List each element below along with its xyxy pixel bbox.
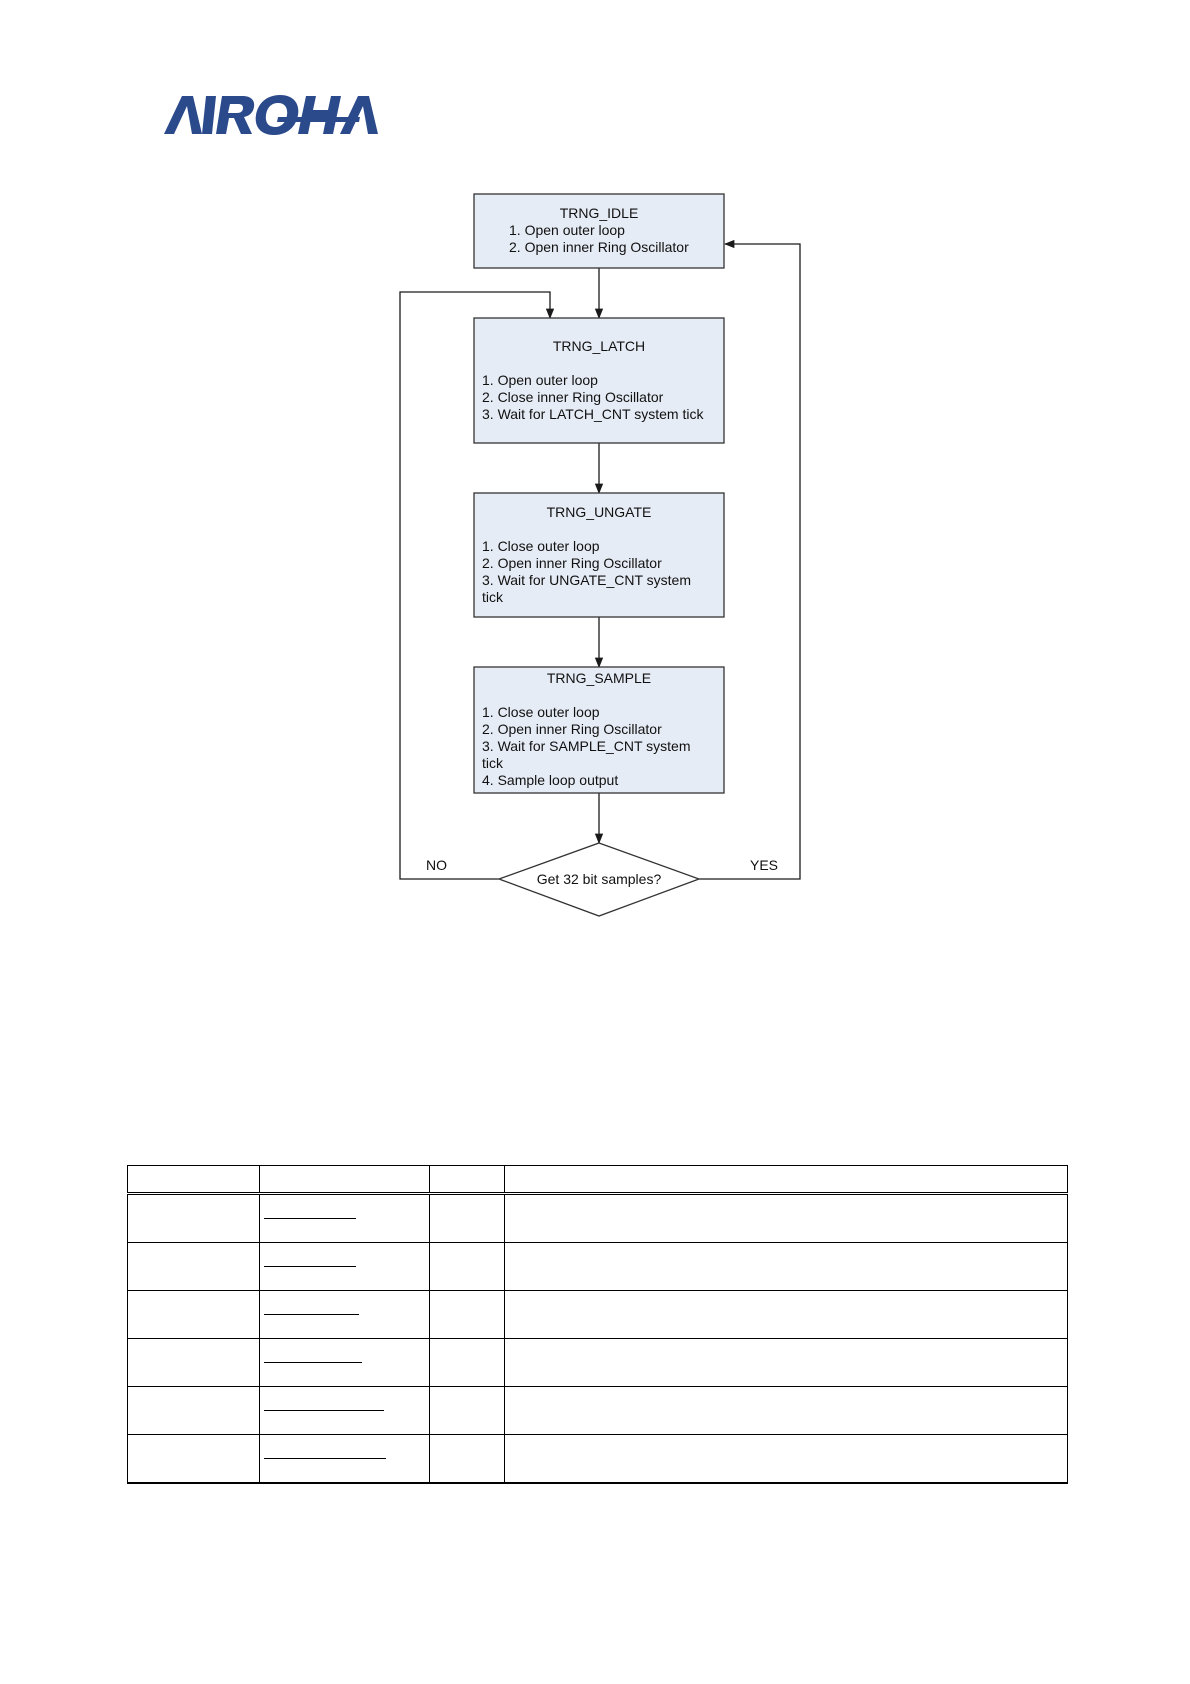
state-title: TRNG_LATCH xyxy=(553,338,645,354)
decision-text: Get 32 bit samples? xyxy=(537,871,662,887)
table-cell xyxy=(259,1242,430,1291)
table-cell xyxy=(504,1193,1068,1243)
name-underline xyxy=(264,1410,384,1411)
state-step: 2. Open inner Ring Oscillator xyxy=(509,239,689,255)
edge-label-no: NO xyxy=(426,857,447,873)
airoha-logo xyxy=(164,95,378,135)
table-header-cell xyxy=(127,1165,260,1195)
state-title: TRNG_SAMPLE xyxy=(547,670,651,686)
state-step: 3. Wait for UNGATE_CNT system xyxy=(482,572,691,588)
table-cell xyxy=(504,1434,1068,1484)
state-step: 1. Open outer loop xyxy=(482,372,598,388)
state-step: tick xyxy=(482,755,504,771)
arrow-yes-to-idle xyxy=(699,239,801,880)
state-trng-sample: TRNG_SAMPLE 1. Close outer loop 2. Open … xyxy=(473,666,725,794)
state-step: 2. Close inner Ring Oscillator xyxy=(482,389,664,405)
table-cell xyxy=(259,1290,430,1339)
state-step: 2. Open inner Ring Oscillator xyxy=(482,555,662,571)
state-title: TRNG_IDLE xyxy=(560,205,639,221)
state-box-idle xyxy=(473,193,725,269)
name-underline xyxy=(264,1458,386,1459)
table-cell xyxy=(127,1338,260,1387)
table-cell xyxy=(259,1193,430,1243)
table-cell xyxy=(504,1386,1068,1435)
table-cell xyxy=(259,1338,430,1387)
table-cell xyxy=(429,1193,505,1243)
state-step: tick xyxy=(482,589,504,605)
table-cell xyxy=(429,1434,505,1484)
table-row xyxy=(127,1290,1068,1339)
state-step: 3. Wait for SAMPLE_CNT system xyxy=(482,738,691,754)
table-cell xyxy=(127,1242,260,1291)
state-box-latch xyxy=(473,317,725,444)
table-cell xyxy=(127,1193,260,1243)
arrow-no-to-latch xyxy=(399,291,555,880)
table-cell xyxy=(504,1290,1068,1339)
table-cell xyxy=(429,1242,505,1291)
edge-label-yes: YES xyxy=(750,857,778,873)
table-header-cell xyxy=(259,1165,430,1195)
table-cell xyxy=(429,1386,505,1435)
decision-diamond xyxy=(497,842,701,917)
state-step: 4. Sample loop output xyxy=(482,772,618,788)
table-cell xyxy=(259,1386,430,1435)
table-cell xyxy=(259,1434,430,1484)
trng-flowchart: TRNG_IDLE 1. Open outer loop 2. Open inn… xyxy=(399,193,801,917)
name-underline xyxy=(264,1266,356,1267)
table-row xyxy=(127,1242,1068,1291)
table-header-cell xyxy=(504,1165,1068,1195)
table-cell xyxy=(429,1338,505,1387)
table-cell xyxy=(127,1386,260,1435)
table-cell xyxy=(504,1338,1068,1387)
state-step: 1. Close outer loop xyxy=(482,538,600,554)
state-box-sample xyxy=(473,666,725,794)
table-row xyxy=(127,1338,1068,1387)
register-table xyxy=(127,1165,1068,1484)
table-row xyxy=(127,1193,1068,1243)
table-row xyxy=(127,1386,1068,1435)
table-row xyxy=(127,1434,1068,1484)
state-step: 3. Wait for LATCH_CNT system tick xyxy=(482,406,704,422)
table-header-row xyxy=(127,1165,1068,1195)
table-header-cell xyxy=(429,1165,505,1195)
table-cell xyxy=(127,1434,260,1484)
name-underline xyxy=(264,1218,356,1219)
state-trng-latch: TRNG_LATCH 1. Open outer loop 2. Close i… xyxy=(473,317,725,444)
name-underline xyxy=(264,1362,362,1363)
state-step: 1. Close outer loop xyxy=(482,704,600,720)
state-step: 1. Open outer loop xyxy=(509,222,625,238)
state-title: TRNG_UNGATE xyxy=(547,504,652,520)
state-step: 2. Open inner Ring Oscillator xyxy=(482,721,662,737)
name-underline xyxy=(264,1314,359,1315)
table-cell xyxy=(127,1290,260,1339)
table-cell xyxy=(429,1290,505,1339)
state-trng-ungate: TRNG_UNGATE 1. Close outer loop 2. Open … xyxy=(473,492,725,618)
decision-32-bit-samples: Get 32 bit samples? xyxy=(497,842,701,917)
state-trng-idle: TRNG_IDLE 1. Open outer loop 2. Open inn… xyxy=(473,193,725,269)
state-box-ungate xyxy=(473,492,725,618)
table-cell xyxy=(504,1242,1068,1291)
